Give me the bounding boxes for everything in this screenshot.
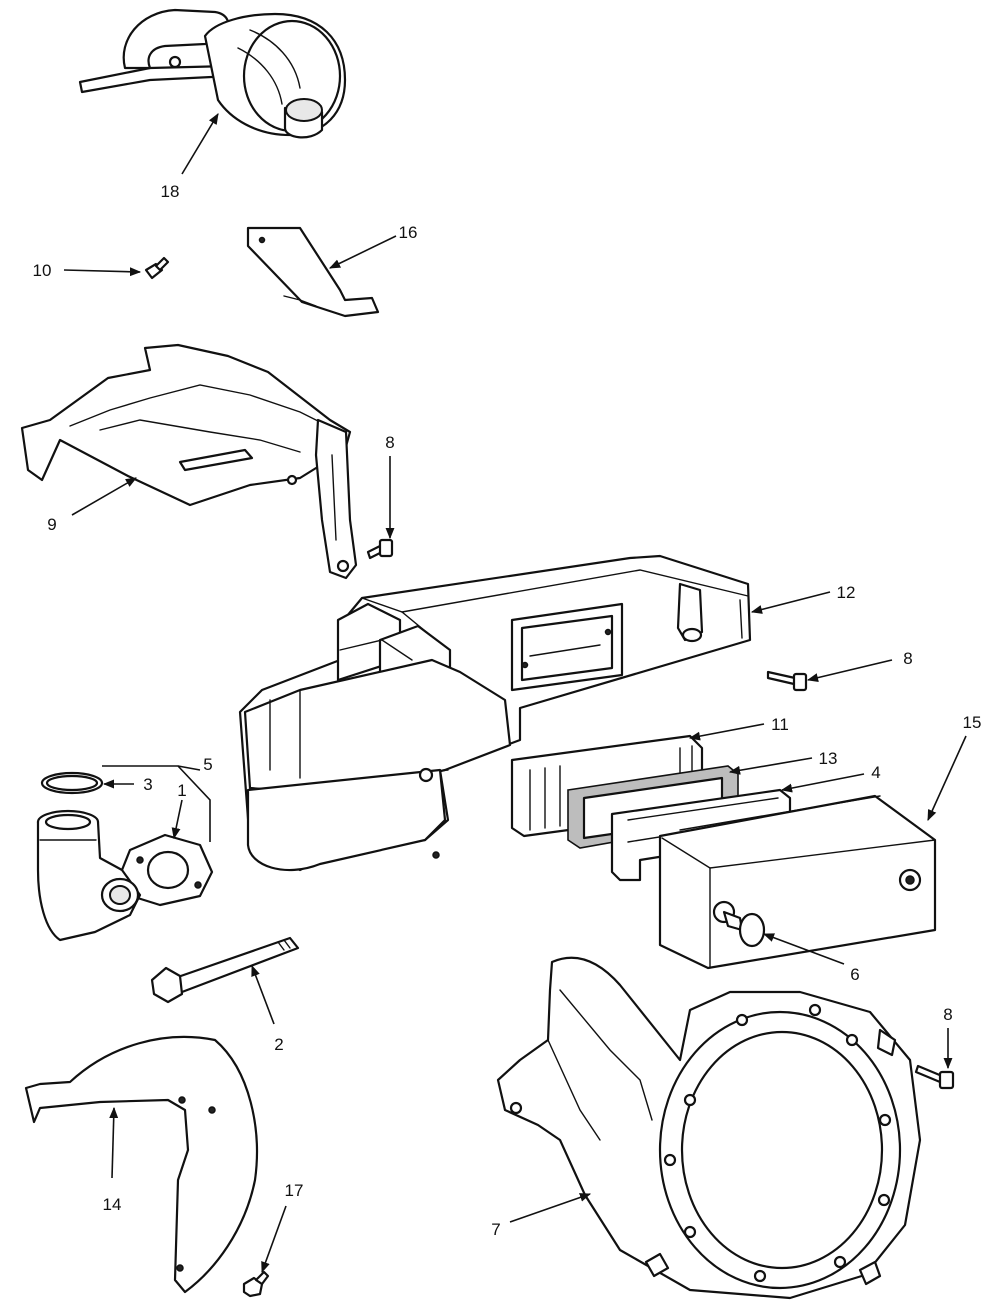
callout-18-label: 18: [161, 182, 180, 201]
callout-16: 16: [328, 223, 418, 269]
callout-12-label: 12: [837, 583, 856, 602]
callout-1-label: 1: [177, 781, 186, 800]
part-3-o-ring: [40, 771, 104, 795]
callout-2-label: 2: [274, 1035, 283, 1054]
callout-10-label: 10: [33, 261, 52, 280]
callout-11: 11: [688, 715, 789, 741]
part-18-muffler: [78, 8, 347, 139]
callout-2: 2: [251, 964, 284, 1054]
callout-7-label: 7: [491, 1220, 500, 1239]
callout-12: 12: [750, 583, 856, 614]
callout-8-middle-label: 8: [903, 649, 912, 668]
callout-13-label: 13: [819, 749, 838, 768]
callout-8-upper: 8: [385, 433, 395, 540]
part-10-screw: [144, 256, 170, 280]
callout-10: 10: [33, 261, 142, 280]
part-6-wing-knob: [722, 910, 766, 948]
callout-8-lower: 8: [943, 1005, 953, 1070]
part-12-air-cleaner-housing: [238, 554, 752, 872]
part-14-shroud-plate: [24, 1035, 258, 1294]
callout-18: 18: [161, 113, 219, 201]
callout-4-label: 4: [871, 763, 880, 782]
callout-17-label: 17: [285, 1181, 304, 1200]
callout-1: 1: [171, 781, 187, 840]
part-2-long-bolt: [150, 936, 300, 1004]
callout-14-label: 14: [103, 1195, 122, 1214]
callout-6-label: 6: [850, 965, 859, 984]
callout-15: 15: [927, 713, 982, 822]
part-8-bolt-middle: [766, 670, 808, 692]
callout-16-label: 16: [399, 223, 418, 242]
part-16-bracket-plate: [246, 226, 380, 318]
callout-17: 17: [261, 1181, 304, 1274]
part-8-bolt-upper: [366, 538, 394, 560]
callout-5: 5: [102, 755, 213, 842]
callout-15-label: 15: [963, 713, 982, 732]
callout-14: 14: [103, 1106, 122, 1214]
callout-8-upper-label: 8: [385, 433, 394, 452]
callout-3-label: 3: [143, 775, 152, 794]
callout-13: 13: [728, 749, 838, 775]
callout-3: 3: [102, 775, 153, 794]
callout-7: 7: [491, 1193, 592, 1239]
callout-9: 9: [47, 477, 137, 534]
part-5-inlet-elbow: [36, 809, 142, 942]
part-7-blower-housing: [496, 956, 922, 1300]
part-17-screw: [242, 1270, 270, 1298]
callout-6: 6: [762, 933, 860, 984]
callout-5-label: 5: [203, 755, 212, 774]
part-9-heat-shield: [20, 343, 358, 580]
callout-9-label: 9: [47, 515, 56, 534]
callout-11-label: 11: [771, 715, 789, 734]
callout-8-lower-label: 8: [943, 1005, 952, 1024]
callout-8-middle: 8: [806, 649, 913, 683]
part-8-bolt-lower: [914, 1064, 955, 1090]
callout-4: 4: [780, 763, 881, 793]
